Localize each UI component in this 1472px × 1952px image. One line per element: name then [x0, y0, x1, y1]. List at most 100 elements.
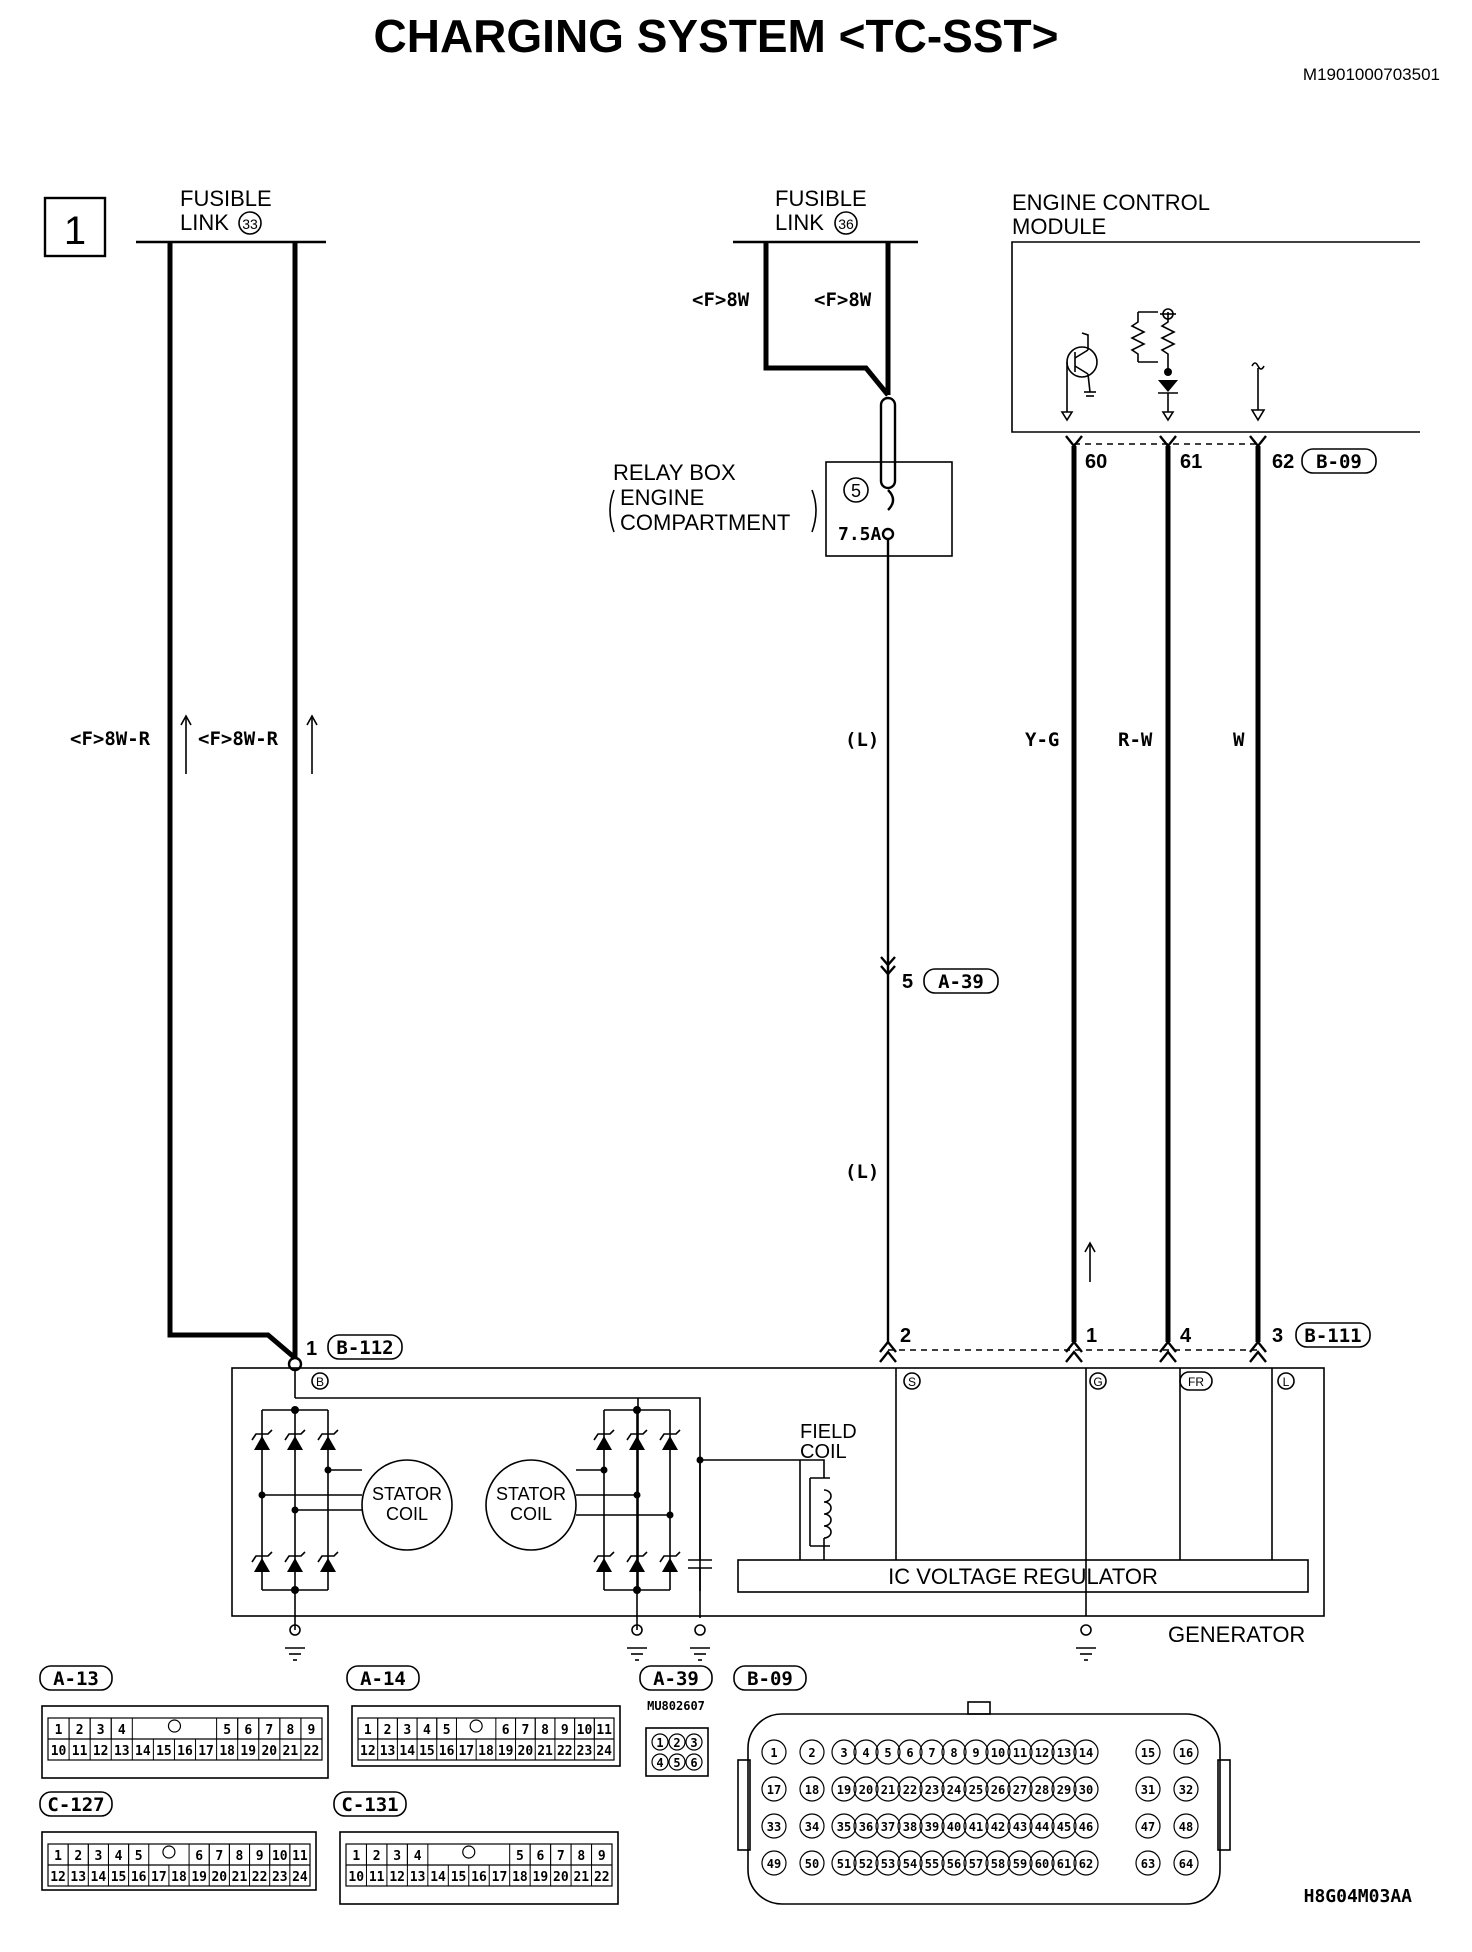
svg-text:STATOR: STATOR [496, 1484, 566, 1504]
pin-label: 1 [55, 1723, 63, 1738]
pin-label: 32 [1179, 1783, 1193, 1797]
pin-label: 12 [389, 1870, 405, 1885]
svg-text:B-111: B-111 [1304, 1325, 1361, 1347]
svg-text:3: 3 [1272, 1325, 1283, 1347]
pin-label: 25 [969, 1783, 983, 1797]
svg-text:W: W [1233, 729, 1245, 751]
fusible-link-33: FUSIBLE LINK 33 [136, 186, 326, 244]
pin-label: 30 [1079, 1783, 1093, 1797]
svg-text:B-09: B-09 [1316, 451, 1362, 473]
pin-label: 60 [1035, 1857, 1049, 1871]
pin-label: 17 [151, 1870, 167, 1885]
input-icon [1250, 362, 1266, 422]
pin-label: 10 [272, 1849, 288, 1864]
svg-text:33: 33 [242, 216, 258, 232]
pin-label: 55 [925, 1857, 939, 1871]
svg-text:62: 62 [1272, 451, 1294, 473]
svg-text:7.5A: 7.5A [838, 524, 882, 545]
rectifier-left [251, 1406, 362, 1594]
pin-label: 7 [557, 1849, 565, 1864]
pin-label: 51 [837, 1857, 851, 1871]
pin-label: 1 [352, 1849, 360, 1864]
pin-label: 43 [1013, 1820, 1027, 1834]
svg-text:G: G [1093, 1375, 1102, 1389]
wire-ecm-generator: Y-G R-W W [1025, 446, 1261, 1342]
pin-label: 56 [947, 1857, 961, 1871]
pin-label: 17 [458, 1744, 474, 1759]
svg-text:<F>8W-R: <F>8W-R [198, 728, 279, 750]
pin-label: 4 [862, 1746, 869, 1760]
pin-label: 2 [373, 1849, 381, 1864]
pin-label: 3 [690, 1736, 697, 1750]
a13-label-box [39, 1665, 113, 1691]
pin-label: 22 [304, 1744, 320, 1759]
pin-label: 17 [492, 1870, 508, 1885]
svg-text:Y-G: Y-G [1025, 729, 1059, 751]
pin-label: 11 [72, 1744, 88, 1759]
pin-label: 5 [135, 1849, 143, 1864]
pin-label: 14 [399, 1744, 415, 1759]
pin-label: 45 [1057, 1820, 1071, 1834]
pin-label: 52 [859, 1857, 873, 1871]
wire-l: (L) 5 A-39 (L) [845, 539, 999, 1342]
pin-label: 1 [656, 1736, 663, 1750]
pin-label: 11 [292, 1849, 308, 1864]
pin-label: 14 [135, 1744, 151, 1759]
pin-label: 46 [1079, 1820, 1093, 1834]
pin-label: 22 [594, 1870, 610, 1885]
pin-label: 27 [1013, 1783, 1027, 1797]
pin-label: 21 [881, 1783, 895, 1797]
a14-label-box [346, 1665, 420, 1691]
svg-text:<F>8W: <F>8W [692, 289, 750, 311]
pin-label: 22 [903, 1783, 917, 1797]
pin-label: 19 [498, 1744, 514, 1759]
pin-label: 10 [348, 1870, 364, 1885]
pin-label: 7 [215, 1849, 223, 1864]
pin-label: 16 [177, 1744, 193, 1759]
page-title: CHARGING SYSTEM <TC-SST> [374, 10, 1059, 62]
pin-label: 23 [272, 1870, 288, 1885]
pin-label: 12 [93, 1744, 109, 1759]
pin-label: 8 [236, 1849, 244, 1864]
pin-label: 23 [925, 1783, 939, 1797]
svg-text:R-W: R-W [1118, 729, 1153, 751]
pin-label: 24 [947, 1783, 961, 1797]
pin-label: 5 [223, 1723, 231, 1738]
svg-text:(L): (L) [845, 1161, 879, 1183]
pin-label: 50 [805, 1857, 819, 1871]
pin-label: 23 [577, 1744, 593, 1759]
pin-label: 53 [881, 1857, 895, 1871]
pin-label: 1 [54, 1849, 62, 1864]
pin-label: 6 [244, 1723, 252, 1738]
pin-label: 40 [947, 1820, 961, 1834]
svg-text:5: 5 [902, 971, 913, 993]
pin-label: 4 [414, 1849, 422, 1864]
generator: GENERATOR B S G FR L [231, 1367, 1325, 1661]
pin-label: 8 [950, 1746, 957, 1760]
pin-label: 6 [195, 1849, 203, 1864]
pin-label: 15 [419, 1744, 435, 1759]
pin-label: 11 [596, 1723, 612, 1738]
pin-label: 19 [191, 1870, 207, 1885]
pin-label: 6 [906, 1746, 913, 1760]
svg-text:B: B [316, 1375, 324, 1389]
pin-label: 18 [219, 1744, 235, 1759]
capacitor-icon [688, 1456, 712, 1618]
fusible-link-36: FUSIBLE LINK 36 [733, 186, 918, 244]
pin-label: 16 [131, 1870, 147, 1885]
svg-text:2: 2 [900, 1325, 911, 1347]
pin-label: 5 [516, 1849, 524, 1864]
pin-label: 21 [537, 1744, 553, 1759]
pin-label: 28 [1035, 1783, 1049, 1797]
pin-label: 36 [859, 1820, 873, 1834]
pin-label: 13 [114, 1744, 130, 1759]
pin-label: 6 [690, 1756, 697, 1770]
pin-label: 14 [91, 1870, 107, 1885]
b09-label: B-09 [747, 1668, 793, 1690]
pin-label: 4 [423, 1723, 431, 1738]
transistor-icon [1060, 332, 1098, 422]
svg-text:COIL: COIL [386, 1504, 428, 1524]
